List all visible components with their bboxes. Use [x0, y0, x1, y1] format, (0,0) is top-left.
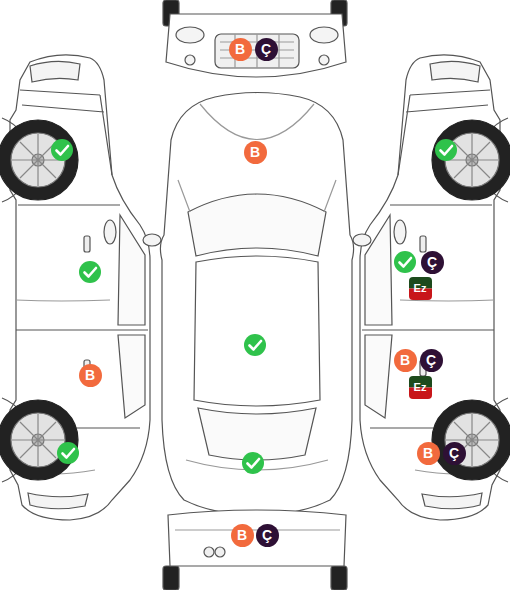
badge-letter: Ez [414, 283, 427, 294]
badge-letter: Ç [449, 446, 459, 460]
badge-letter: Ç [262, 528, 272, 542]
rear-view [163, 510, 347, 590]
front-view [166, 14, 346, 77]
badge-circle [443, 442, 466, 465]
top-view [194, 256, 320, 406]
check-mark [244, 334, 266, 356]
badge-letter: B [85, 368, 95, 382]
damage-badge: Ç [256, 524, 279, 547]
badge-circle [231, 524, 254, 547]
damage-badge: B [394, 349, 417, 372]
badge-circle [417, 442, 440, 465]
badge-letter: B [250, 145, 260, 159]
check-marks [51, 139, 457, 474]
front-view [319, 55, 329, 65]
badge-circle [420, 349, 443, 372]
top-view [353, 234, 371, 246]
front-view [176, 27, 204, 43]
top-view [188, 194, 326, 256]
badge-circle [255, 38, 278, 61]
rear-view [168, 510, 346, 566]
rear-view [204, 547, 214, 557]
badge-circle [256, 524, 279, 547]
check-mark [435, 139, 457, 161]
damage-badge: B [229, 38, 252, 61]
check-mark [51, 139, 73, 161]
check-mark [57, 442, 79, 464]
top-view [178, 180, 336, 470]
top-view [160, 93, 353, 516]
badge-letter: Ç [427, 255, 437, 269]
damage-badge: B [79, 364, 102, 387]
badge-letter: B [237, 528, 247, 542]
badge-letter: B [235, 42, 245, 56]
damage-badge: Ç [421, 251, 444, 274]
rear-view [215, 547, 225, 557]
rear-view [331, 566, 347, 590]
badge-letter: B [400, 353, 410, 367]
damage-badge: B [231, 524, 254, 547]
badge-letter: Ç [261, 42, 271, 56]
damage-badge: Ez [409, 277, 432, 300]
top-view [143, 234, 161, 246]
check-mark [242, 452, 264, 474]
front-view [215, 34, 299, 68]
front-view [163, 0, 347, 77]
badge-letter: Ez [414, 382, 427, 393]
damage-badge: B [244, 141, 267, 164]
badge-letter: Ç [426, 353, 436, 367]
check-mark [394, 251, 416, 273]
damage-badge: Ç [420, 349, 443, 372]
badge-circle [229, 38, 252, 61]
left-side-view [0, 55, 150, 520]
damage-badge: Ez [409, 376, 432, 399]
rear-view [163, 566, 179, 590]
top-view [198, 408, 316, 460]
damage-badge: B [417, 442, 440, 465]
badge-circle [421, 251, 444, 274]
right-side-view [360, 55, 510, 520]
badge-circle [244, 141, 267, 164]
badge-circle [79, 364, 102, 387]
front-view [185, 55, 195, 65]
damage-badge: Ç [255, 38, 278, 61]
badge-letter: B [423, 446, 433, 460]
check-mark [79, 261, 101, 283]
badge-circle [394, 349, 417, 372]
damage-badge: Ç [443, 442, 466, 465]
top-view [143, 93, 371, 516]
top-view [200, 104, 314, 140]
front-view [220, 34, 294, 68]
front-view [310, 27, 338, 43]
